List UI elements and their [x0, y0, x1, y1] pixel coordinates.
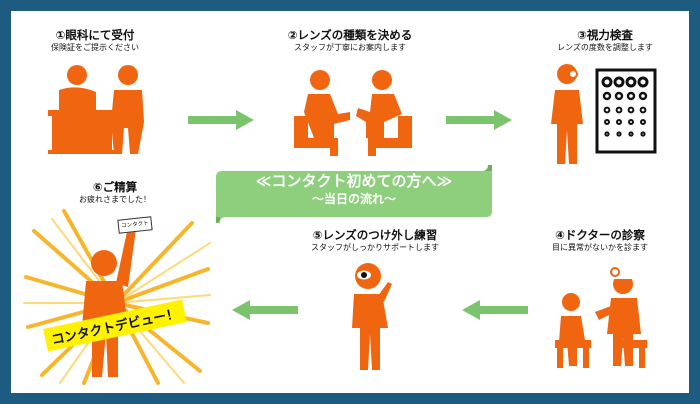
- banner-subtitle: 〜当日の流れ〜: [311, 192, 396, 206]
- banner-title: ≪コンタクト初めての方へ≫: [255, 172, 453, 190]
- receptionist-icon: [48, 65, 144, 154]
- step-3-subtitle: レンズの度数を調整します: [557, 43, 653, 52]
- banner-text: ≪コンタクト初めての方へ≫ 〜当日の流れ〜: [216, 171, 492, 207]
- step-1-title: ①眼科にて受付: [55, 28, 135, 42]
- step-2: ②レンズの種類を決める スタッフが丁寧にお案内します: [270, 28, 430, 53]
- step-1-subtitle: 保険証をご提示ください: [51, 43, 139, 52]
- flow-arrow-icon: [462, 300, 528, 320]
- step-5: ⑤レンズのつけ外し練習 スタッフがしっかりサポートします: [290, 228, 460, 253]
- consultation-icon: [294, 70, 412, 156]
- step-5-subtitle: スタッフがしっかりサポートします: [311, 243, 439, 252]
- step-5-title: ⑤レンズのつけ外し練習: [312, 228, 438, 242]
- title-banner: [216, 165, 492, 223]
- lens-practice-icon: [352, 263, 392, 370]
- step-6-subtitle: お疲れさまでした！: [79, 195, 151, 204]
- step-2-subtitle: スタッフが丁寧にお案内します: [294, 43, 406, 52]
- step-3: ③視力検査 レンズの度数を調整します: [535, 28, 675, 53]
- celebration-icon: [23, 209, 211, 385]
- step-6: ⑥ご精算 お疲れさまでした！: [60, 180, 170, 205]
- step-4-title: ④ドクターの診察: [555, 228, 645, 242]
- step-2-title: ②レンズの種類を決める: [287, 28, 413, 42]
- step-1: ①眼科にて受付 保険証をご提示ください: [30, 28, 160, 53]
- flow-arrow-icon: [188, 110, 254, 130]
- step-4-subtitle: 目に異常がないかを診ます: [552, 243, 648, 252]
- step-3-title: ③視力検査: [577, 28, 633, 42]
- doctor-exam-icon: [555, 267, 647, 368]
- flow-arrow-icon: [232, 300, 298, 320]
- flow-arrow-icon: [446, 110, 512, 130]
- step-6-title: ⑥ご精算: [92, 180, 138, 194]
- step-4: ④ドクターの診察 目に異常がないかを診ます: [525, 228, 675, 253]
- vision-test-icon: [551, 64, 657, 164]
